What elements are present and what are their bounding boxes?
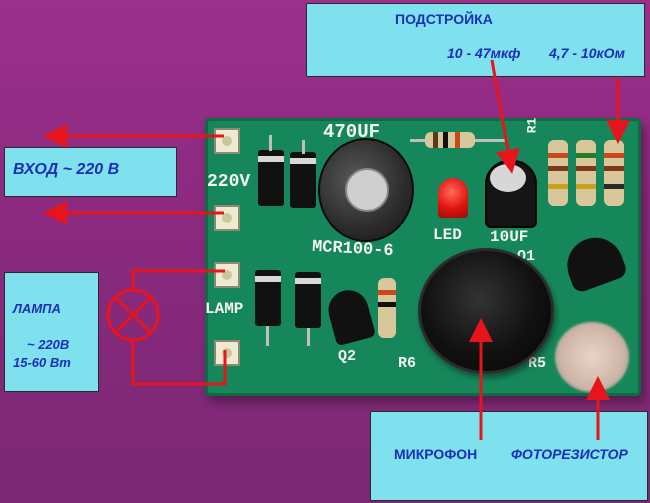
capacitor-top: [345, 168, 389, 212]
resistor-band: [455, 132, 460, 148]
resistor-band: [548, 153, 568, 158]
lamp-symbol: [106, 288, 160, 342]
lamp-wire: [131, 340, 227, 386]
pad-input-1: [214, 128, 240, 154]
lamp-voltage: ~ 220В: [27, 337, 70, 352]
resistor-band: [443, 132, 448, 148]
label-lamp: LAMP: [205, 300, 244, 318]
lamp-panel: ЛАМПА ~ 220В 15-60 Вт: [4, 272, 99, 392]
lamp-power: 15-60 Вт: [13, 355, 71, 370]
tuning-title: ПОДСТРОЙКА: [395, 11, 493, 27]
label-470uf: 470UF: [323, 121, 381, 143]
bottom-panel: МИКРОФОН ФОТОРЕЗИСТОР: [370, 411, 648, 501]
led: [438, 178, 468, 218]
diode-4: [295, 272, 321, 328]
input-panel: ВХОД ~ 220 В: [4, 147, 177, 197]
resistor-band: [576, 153, 596, 158]
tuning-panel: ПОДСТРОЙКА 10 - 47мкф 4,7 - 10кОм: [306, 3, 645, 77]
diode-2: [290, 152, 316, 208]
resistor-band: [576, 166, 596, 171]
lamp-cross: [113, 295, 153, 335]
pad-lamp-2: [214, 340, 240, 366]
microphone: [418, 248, 554, 374]
lamp-title: ЛАМПА: [13, 301, 61, 316]
resistor-band: [604, 153, 624, 158]
resistor-range-label: 4,7 - 10кОм: [549, 45, 625, 61]
label-220v: 220V: [207, 172, 251, 192]
resistor-band: [378, 302, 396, 307]
diode-3: [255, 270, 281, 326]
label-10uf: 10UF: [490, 228, 529, 246]
label-q2: Q2: [338, 348, 357, 365]
pad-lamp-1: [214, 262, 240, 288]
diode-lead: [269, 135, 272, 151]
resistor-band: [433, 132, 438, 148]
resistor-band: [548, 166, 568, 171]
resistor-band: [548, 184, 568, 189]
diode-1: [258, 150, 284, 206]
diode-lead: [307, 328, 310, 346]
label-r6: R6: [398, 355, 417, 372]
microphone-label: МИКРОФОН: [394, 446, 478, 462]
resistor-band: [604, 184, 624, 189]
input-label: ВХОД ~ 220 В: [13, 161, 120, 178]
resistor-band: [576, 184, 596, 189]
capacitor-arrow: [490, 59, 520, 174]
photoresistor-label: ФОТОРЕЗИСТОР: [511, 446, 628, 462]
label-led: LED: [433, 226, 462, 244]
pad-input-2: [214, 205, 240, 231]
resistor-band: [604, 166, 624, 171]
diode-lead: [266, 326, 269, 346]
resistor-band: [378, 290, 396, 295]
label-r5: R5: [528, 355, 547, 372]
capacitor-range-label: 10 - 47мкф: [447, 45, 521, 61]
lamp-wire: [131, 269, 225, 290]
diode-lead: [302, 140, 305, 154]
